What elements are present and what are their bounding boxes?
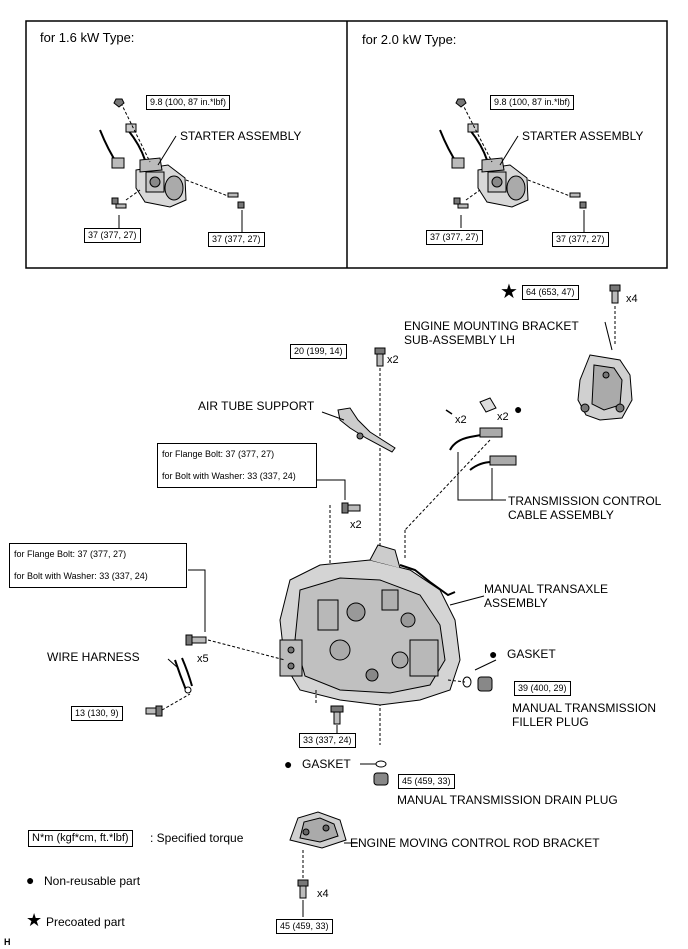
legend-torque-desc: : Specified torque [150, 831, 244, 845]
panel-title-1-6kw: for 1.6 kW Type: [40, 30, 135, 45]
torque-label-right-top: 9.8 (100, 87 in.*lbf) [490, 95, 575, 110]
bolt-icon-rod [297, 879, 309, 899]
filler-plug-label-2: FILLER PLUG [512, 715, 589, 729]
torque-label-left-right: 37 (377, 27) [208, 232, 265, 247]
non-reusable-dot-icon: ● [514, 401, 523, 417]
transmission-control-cable-label: TRANSMISSION CONTROL [508, 494, 662, 508]
bolt-icon-right-top [455, 98, 467, 108]
bolt-icon-left-flange [185, 634, 207, 646]
gasket-label-right: GASKET [507, 647, 556, 661]
bolt-icon-harness [145, 705, 163, 717]
air-tube-support-label: AIR TUBE SUPPORT [198, 399, 315, 413]
mount-bolt-qty: x4 [626, 293, 638, 305]
transmission-control-cable-label-2: CABLE ASSEMBLY [508, 508, 614, 522]
pin-qty: x2 [497, 411, 509, 423]
bolt-icon-upper-flange [341, 502, 361, 514]
corner-marker: H [4, 937, 11, 947]
control-cable-illustration [445, 397, 517, 471]
engine-mount-label-2: SUB-ASSEMBLY LH [404, 333, 515, 347]
non-reusable-dot-icon-gasket: ● [489, 646, 498, 662]
torque-label-drain: 45 (459, 33) [398, 774, 455, 789]
torque-label-right-left: 37 (377, 27) [426, 230, 483, 245]
flange-spec-box-left: for Flange Bolt: 37 (377, 27) for Bolt w… [9, 543, 187, 588]
rod-bracket-label: ENGINE MOVING CONTROL ROD BRACKET [350, 836, 600, 850]
gasket-label-bottom: GASKET [302, 757, 351, 771]
flange-spec-upper-1: for Flange Bolt: 37 (377, 27) [162, 449, 275, 459]
drain-plug-label: MANUAL TRANSMISSION DRAIN PLUG [397, 793, 618, 807]
bolt-icon-mount [609, 284, 621, 304]
torque-label-top-bolt: 20 (199, 14) [290, 344, 347, 359]
wire-harness-illustration [174, 657, 193, 694]
legend-nonreusable-label: Non-reusable part [44, 874, 141, 888]
bolt-icon-bottom [330, 705, 344, 725]
manual-transaxle-label: MANUAL TRANSAXLE [484, 582, 609, 596]
flange-spec-upper-2: for Bolt with Washer: 33 (337, 24) [162, 471, 296, 481]
starter-illustration-right [439, 102, 571, 208]
flange-spec-left-2: for Bolt with Washer: 33 (337, 24) [14, 571, 148, 581]
torque-label-harness: 13 (130, 9) [71, 706, 123, 721]
manual-transaxle-label-2: ASSEMBLY [484, 596, 548, 610]
legend-nonreusable-icon: ● [26, 872, 35, 888]
top-bolt-qty: x2 [387, 354, 399, 366]
engine-mount-bracket-illustration [577, 354, 633, 421]
torque-label-mount: 64 (653, 47) [522, 285, 579, 300]
torque-label-left-top: 9.8 (100, 87 in.*lbf) [146, 95, 231, 110]
drain-plug-illustration [373, 760, 389, 786]
clip-qty: x2 [455, 414, 467, 426]
starter-illustration-left [99, 102, 229, 208]
flange-spec-box-upper: for Flange Bolt: 37 (377, 27) for Bolt w… [157, 443, 317, 488]
torque-label-left-left: 37 (377, 27) [84, 228, 141, 243]
flange-spec-left-1: for Flange Bolt: 37 (377, 27) [14, 549, 127, 559]
panel-title-2-0kw: for 2.0 kW Type: [362, 32, 457, 47]
legend-precoated-icon: ★ [26, 910, 43, 930]
legend-precoated-label: Precoated part [46, 915, 125, 929]
wire-harness-label: WIRE HARNESS [47, 650, 140, 664]
filler-plug-illustration [462, 676, 493, 692]
torque-label-filler: 39 (400, 29) [514, 681, 571, 696]
rod-bracket-illustration [289, 811, 347, 849]
filler-plug-label: MANUAL TRANSMISSION [512, 701, 657, 715]
torque-label-rod: 45 (459, 33) [276, 919, 333, 934]
left-bolt-qty: x5 [197, 653, 209, 665]
bolt-icon-left-left [111, 197, 127, 209]
starter-assembly-label-right: STARTER ASSEMBLY [522, 129, 644, 143]
upper-flange-bolt-qty: x2 [350, 519, 362, 531]
torque-label-right-right: 37 (377, 27) [552, 232, 609, 247]
bolt-icon-left-top [113, 98, 125, 108]
bolt-icon-right-left [453, 197, 469, 209]
bolt-icon-top-center [374, 347, 386, 367]
bolt-icon-left-right [227, 192, 245, 209]
torque-label-bottom-bolt: 33 (337, 24) [299, 733, 356, 748]
precoated-star-icon: ★ [500, 281, 518, 303]
engine-mount-label: ENGINE MOUNTING BRACKET [404, 319, 579, 333]
non-reusable-dot-icon-drain: ● [284, 756, 293, 772]
legend-torque-box: N*m (kgf*cm, ft.*lbf) [28, 830, 133, 847]
air-tube-support-illustration [337, 407, 396, 453]
bolt-icon-right-right [569, 192, 587, 209]
starter-assembly-label-left: STARTER ASSEMBLY [180, 129, 302, 143]
rod-bolt-qty: x4 [317, 888, 329, 900]
transaxle-illustration [279, 544, 461, 706]
